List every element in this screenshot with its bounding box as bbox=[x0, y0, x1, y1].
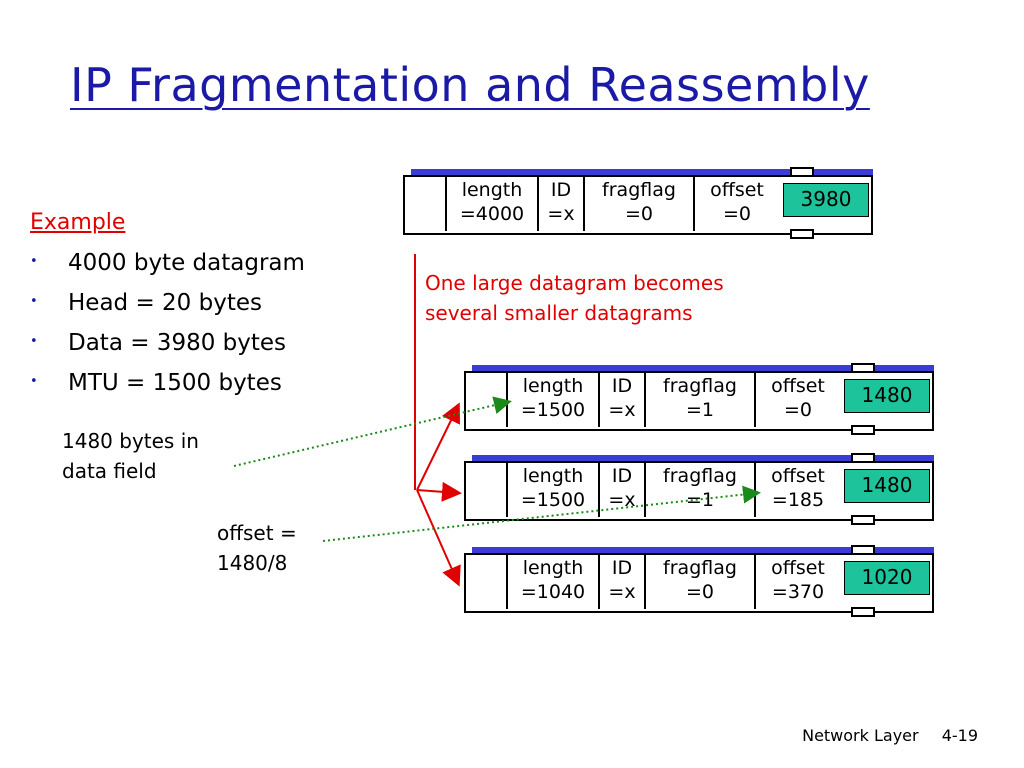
payload-size-badge: 3980 bbox=[783, 183, 869, 217]
offset-field: offset=0 bbox=[771, 375, 825, 421]
fragflag-field: fragflag=1 bbox=[663, 375, 737, 421]
footer-page-number: 4-19 bbox=[941, 726, 978, 745]
id-field: ID=x bbox=[547, 179, 575, 225]
split-arrow-1 bbox=[416, 402, 460, 491]
payload-size-badge: 1020 bbox=[844, 561, 930, 595]
bullet-list: •4000 byte datagram •Head = 20 bytes •Da… bbox=[30, 250, 305, 410]
length-field: length=1500 bbox=[520, 465, 586, 511]
split-arrow-2 bbox=[416, 481, 462, 502]
bullet-item: •MTU = 1500 bytes bbox=[30, 370, 282, 396]
note-offset: offset = 1480/8 bbox=[217, 521, 297, 575]
length-field: length=4000 bbox=[459, 179, 525, 225]
id-field: ID=x bbox=[608, 465, 636, 511]
bullet-item: •Data = 3980 bytes bbox=[30, 330, 287, 356]
bullet-item: •4000 byte datagram bbox=[30, 250, 305, 276]
bullet-dot-icon: • bbox=[30, 334, 38, 349]
id-field: ID=x bbox=[608, 375, 636, 421]
payload-size-badge: 1480 bbox=[844, 469, 930, 503]
bullet-dot-icon: • bbox=[30, 374, 38, 389]
bullet-item: •Head = 20 bytes bbox=[30, 290, 262, 316]
fragmentation-note: One large datagram becomes several small… bbox=[425, 271, 724, 325]
datagram-original: length=4000 ID=x fragflag=0 offset=0 398… bbox=[403, 167, 873, 239]
datagram-fragment-3: length=1040 ID=x fragflag=0 offset=370 1… bbox=[464, 545, 934, 617]
slide-title: IP Fragmentation and Reassembly bbox=[70, 58, 870, 112]
note-data-field: 1480 bytes in data field bbox=[62, 429, 199, 483]
payload-size-badge: 1480 bbox=[844, 379, 930, 413]
example-heading: Example bbox=[30, 210, 126, 235]
split-arrow-3 bbox=[416, 489, 461, 587]
length-field: length=1500 bbox=[520, 375, 586, 421]
length-field: length=1040 bbox=[520, 557, 586, 603]
fragflag-field: fragflag=0 bbox=[663, 557, 737, 603]
offset-field: offset=370 bbox=[771, 557, 825, 603]
bullet-dot-icon: • bbox=[30, 294, 38, 309]
slide-footer: Network Layer 4-19 bbox=[802, 726, 978, 745]
footer-section: Network Layer bbox=[802, 726, 919, 745]
id-field: ID=x bbox=[608, 557, 636, 603]
offset-field: offset=185 bbox=[771, 465, 825, 511]
datagram-fragment-1: length=1500 ID=x fragflag=1 offset=0 148… bbox=[464, 363, 934, 435]
datagram-fragment-2: length=1500 ID=x fragflag=1 offset=185 1… bbox=[464, 453, 934, 525]
fragflag-field: fragflag=0 bbox=[602, 179, 676, 225]
bullet-dot-icon: • bbox=[30, 254, 38, 269]
fragflag-field: fragflag=1 bbox=[663, 465, 737, 511]
offset-field: offset=0 bbox=[710, 179, 764, 225]
